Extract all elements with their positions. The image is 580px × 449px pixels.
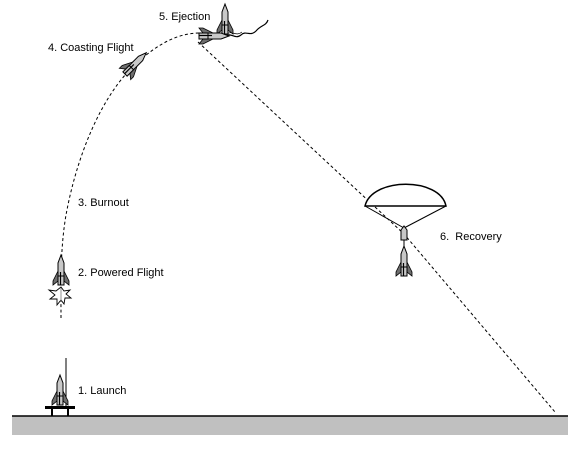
parachute-icon (364, 183, 447, 229)
rocket-icon (52, 254, 70, 286)
descent-trajectory (197, 41, 556, 413)
nose-cone-icon (400, 225, 408, 246)
stage-label-ejection: 5. Ejection (159, 11, 210, 23)
exhaust-flame-icon (47, 286, 73, 307)
stage-label-powered-flight: 2. Powered Flight (78, 267, 164, 279)
rocket-icon (395, 245, 413, 277)
rocket-icon (216, 3, 234, 35)
stage-label-launch: 1. Launch (78, 385, 126, 397)
stage-label-burnout: 3. Burnout (78, 197, 129, 209)
stage-label-coasting-flight: 4. Coasting Flight (48, 42, 134, 54)
ground (12, 415, 568, 435)
stage-label-recovery: 6. Recovery (440, 231, 502, 243)
